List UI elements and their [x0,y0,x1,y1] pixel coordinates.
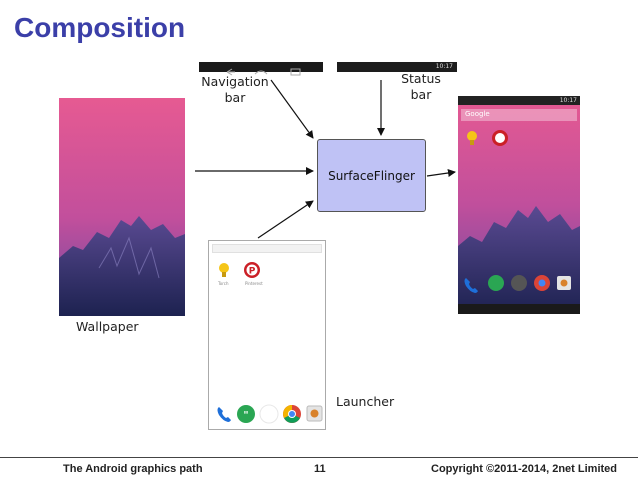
composited-search-hint: Google [465,110,490,118]
wallpaper-mountain-picture [59,98,185,316]
composited-status-time: 10:17 [559,97,577,104]
composited-search-bar: Google [461,109,577,121]
arrow-surfaceflinger-to-output [426,169,456,177]
torch-app-icon [219,263,229,277]
footer-copyright: Copyright ©2011-2014, 2net Limited [431,463,617,475]
status-bar-label-line2: bar [410,87,432,102]
navigation-bar-label-line2: bar [224,90,246,105]
wallpaper-image [59,98,185,316]
footer-divider [0,457,638,458]
arrow-launcher-to-surfaceflinger [257,200,314,239]
camera-icon [306,405,323,422]
status-bar-label: Status bar [391,71,451,103]
phone-icon [217,407,231,422]
surfaceflinger-label: SurfaceFlinger [328,168,415,183]
svg-text:P: P [249,267,256,277]
torch-app-label: Torch [218,281,229,286]
navigation-bar-image [199,62,323,76]
wallpaper-label: Wallpaper [76,319,139,334]
footer-left-text: The Android graphics path [63,463,203,475]
svg-text:": " [243,410,248,421]
surfaceflinger-box: SurfaceFlinger [317,139,426,212]
status-bar-image: 10:17 [337,62,457,72]
page-number: 11 [314,463,326,475]
launcher-search-bar [212,244,322,253]
navigation-bar-label-line1: Navigation [201,74,269,89]
arrow-navigation-to-surfaceflinger [270,79,314,139]
hangouts-icon: " [237,405,255,423]
composited-screen-image: Google 10:17 [458,96,580,314]
pinterest-app-label: Pinterest [245,281,263,286]
launcher-image: Torch P Pinterest " [208,240,326,430]
status-bar-label-line1: Status [401,71,441,86]
status-time: 10:17 [435,63,453,70]
app-drawer-icon [259,404,279,424]
slide-title: Composition [14,12,186,43]
launcher-label: Launcher [336,394,395,409]
navigation-bar-label: Navigation bar [198,74,272,106]
pinterest-app-icon: P [244,262,260,278]
composited-dock [464,275,571,293]
chrome-icon [283,405,301,423]
composited-screen-picture [458,96,580,314]
composited-apps [467,130,508,146]
nav-buttons-icon [226,68,301,76]
launcher-dock: " [217,404,323,424]
